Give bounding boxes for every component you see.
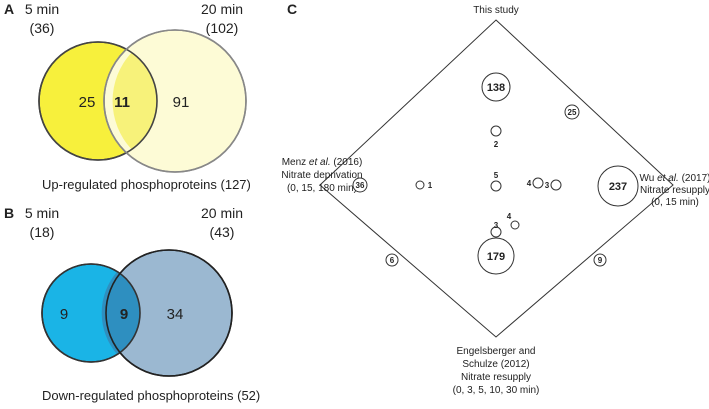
- region-circle-right-bottom: [593, 253, 607, 267]
- panel-b: B 5 min (18) 20 min (43) 9 9 34 Down-reg…: [4, 205, 260, 403]
- region-circle-center-right-b: [550, 179, 562, 191]
- count-center-top: 2: [494, 140, 499, 149]
- count-this-study-only: 138: [487, 82, 505, 94]
- region-circle-top-right: [564, 104, 580, 120]
- label-menz-title: Menz et al. (2016): [282, 157, 363, 168]
- venn-down-5min-only: 9: [60, 306, 68, 323]
- region-circle-this-study: [481, 72, 511, 102]
- panel-b-left-time: 5 min: [25, 205, 59, 221]
- venn-outline-20min-down: [105, 249, 233, 377]
- panel-a-right-time: 20 min: [201, 1, 243, 17]
- region-circle-menz: [352, 177, 368, 193]
- region-circle-center-left: [415, 180, 425, 190]
- venn-outline-5min-up: [38, 41, 158, 161]
- panel-a-left-time: 5 min: [25, 1, 59, 17]
- count-right-bottom: 9: [598, 256, 603, 265]
- venn-outline-5min-down: [41, 263, 141, 363]
- label-engelsberger-l1: Engelsberger and: [457, 346, 536, 357]
- panel-b-right-time: 20 min: [201, 205, 243, 221]
- count-engelsberger-only: 179: [487, 251, 505, 263]
- region-circle-wu: [597, 165, 639, 207]
- venn-outline-20min-up: [103, 29, 247, 173]
- label-engelsberger-l2: Schulze (2012): [462, 359, 529, 370]
- count-center-mid: 5: [494, 171, 499, 180]
- panel-a: A 5 min (36) 20 min (102) 25 11 91 Up-re…: [4, 1, 251, 192]
- count-center-bottom-a: 4: [507, 212, 512, 221]
- label-menz-times: (0, 15, 180 min): [287, 183, 357, 194]
- region-circle-left-bottom: [385, 253, 399, 267]
- venn-up-20min-only: 91: [173, 94, 190, 111]
- venn-up-5min-only: 25: [79, 94, 96, 111]
- region-circle-center-top: [490, 125, 502, 137]
- label-menz-treatment: Nitrate deprivation: [281, 170, 362, 181]
- label-wu-treatment: Nitrate resupply: [640, 185, 709, 196]
- venn-overlap-up: [112, 52, 158, 150]
- panel-b-caption: Down-regulated phosphoproteins (52): [42, 388, 260, 403]
- label-engelsberger-l3: Nitrate resupply: [461, 372, 531, 383]
- panel-c: C This study Menz et al. (2016) Nitrate …: [281, 1, 709, 396]
- count-top-right: 25: [568, 108, 577, 117]
- label-wu-times: (0, 15 min): [651, 197, 699, 208]
- panel-a-left-count: (36): [30, 20, 55, 36]
- region-circle-center-mid: [490, 180, 502, 192]
- count-center-bottom-b: 3: [494, 221, 499, 230]
- panel-b-left-count: (18): [30, 224, 55, 240]
- venn-overlap-down: [101, 271, 140, 355]
- panel-a-right-count: (102): [206, 20, 239, 36]
- venn-down-overlap: 9: [120, 306, 128, 323]
- count-menz-only: 36: [356, 181, 365, 190]
- label-this-study: This study: [473, 5, 519, 16]
- count-wu-only: 237: [609, 181, 627, 193]
- count-center-right-b: 3: [545, 181, 550, 190]
- region-circle-center-bottom-a: [510, 220, 520, 230]
- venn-down-20min-only: 34: [167, 306, 184, 323]
- panel-a-caption: Up-regulated phosphoproteins (127): [42, 177, 251, 192]
- region-circle-center-right-a: [532, 177, 544, 189]
- label-engelsberger-l4: (0, 3, 5, 10, 30 min): [453, 385, 540, 396]
- panel-b-right-count: (43): [210, 224, 235, 240]
- diamond-venn-outline: [319, 19, 674, 338]
- count-left-bottom: 6: [390, 256, 395, 265]
- count-center-right-a: 4: [527, 179, 532, 188]
- label-wu-title: Wu et al. (2017): [640, 173, 709, 184]
- panel-c-label: C: [287, 1, 297, 17]
- count-center-left: 1: [428, 181, 433, 190]
- panel-b-label: B: [4, 205, 14, 221]
- region-circle-engelsberger: [477, 237, 515, 275]
- venn-up-overlap: 11: [114, 94, 130, 111]
- panel-a-label: A: [4, 1, 14, 17]
- region-circle-center-bottom-b: [490, 226, 502, 238]
